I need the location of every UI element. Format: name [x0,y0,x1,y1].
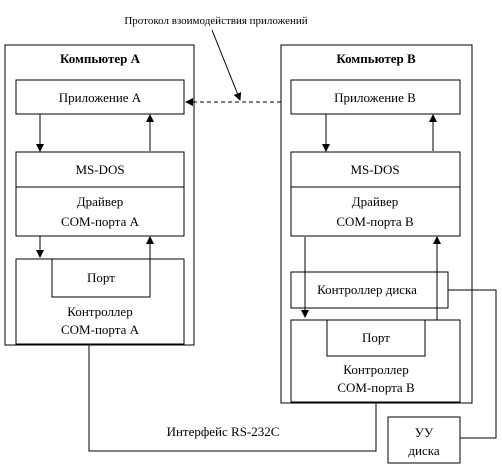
computer-b-title: Компьютер В [336,51,416,66]
computer-b-disk-controller-box [290,271,449,309]
computer-a-port-label: Порт [87,270,115,285]
computer-b-application-box [290,79,461,115]
disk-controller-link [448,289,497,439]
computer-a-controller-label-1: Контроллер [67,304,132,319]
computer-a-application-box [15,79,185,115]
computer-b-application-label: Приложение В [334,90,416,105]
computer-b-driver-label-1: Драйвер [352,194,398,209]
protocol-pointer [211,29,242,101]
disk-device-label-2: диска [408,443,439,458]
computer-a-controller-label-2: COM-порта А [61,322,140,337]
computer-b-disk-controller-label: Контроллер диска [317,282,417,297]
computer-b-controller-label-2: COM-порта В [337,380,415,395]
computer-b-port-label: Порт [362,330,390,345]
computer-a-driver-label-2: COM-порта А [61,214,140,229]
computer-b-port-box [326,319,426,357]
computer-a-driver-label-1: Драйвер [77,194,123,209]
computer-a-msdos-label: MS-DOS [75,162,124,177]
computer-a-application-label: Приложение А [59,90,142,105]
computer-b-os-stack [290,151,461,237]
computer-a-port-box [51,258,151,298]
computer-a-title: Компьютер А [60,51,141,66]
rs232c-interface-link [88,344,377,452]
computer-b-driver-label-2: COM-порта В [336,214,414,229]
computer-a-os-stack [15,151,185,237]
disk-device-box [387,416,461,464]
disk-device-label-1: УУ [415,425,434,440]
interface-label: Интерфейс RS-232C [167,424,280,439]
protocol-label: Протокол взоимодействия приложений [124,15,307,27]
computer-b-msdos-label: MS-DOS [350,162,399,177]
computer-b-controller-label-1: Контроллер [343,362,408,377]
